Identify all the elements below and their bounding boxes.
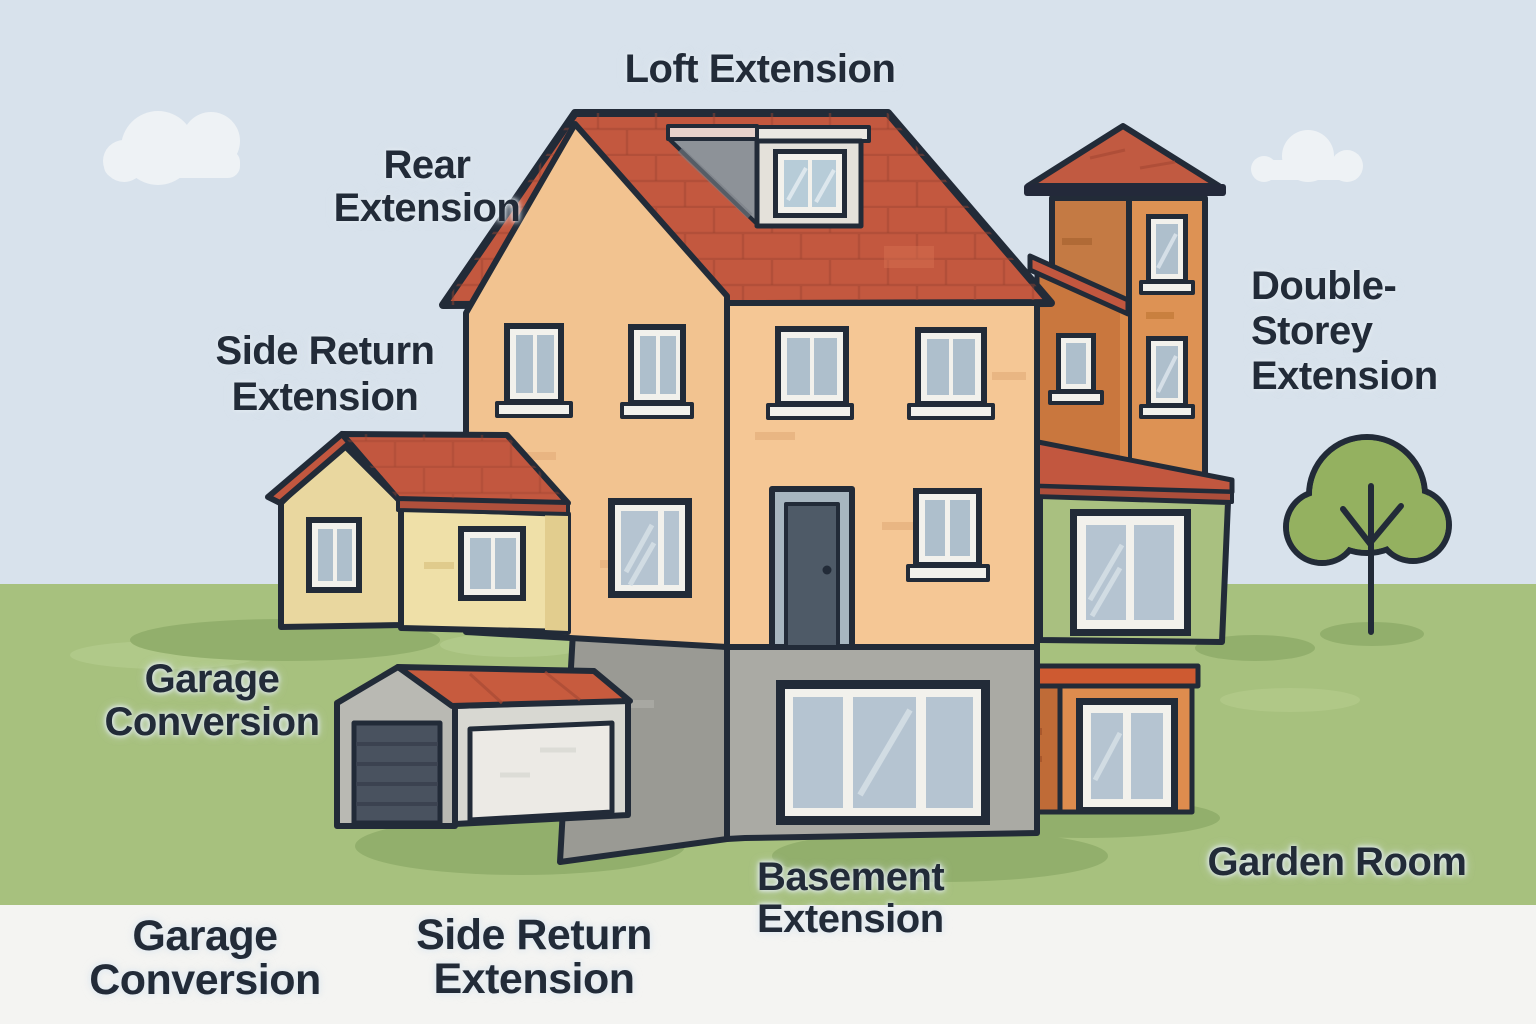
loft-dormer <box>666 124 871 229</box>
garage-door-dark <box>351 720 443 826</box>
front-door <box>769 486 855 650</box>
green-extension <box>1030 438 1235 645</box>
tower-window-upper <box>1139 214 1195 295</box>
label-footer-garage-conversion: Garage Conversion <box>89 912 321 1004</box>
label-basement-extension: Basement Extension <box>757 855 945 941</box>
gable-ground-window <box>608 498 692 598</box>
label-loft-extension: Loft Extension <box>624 47 896 91</box>
label-side-return-extension: Side Return Extension <box>215 329 435 419</box>
garage-building <box>334 664 633 829</box>
garden-room-window <box>1076 698 1178 812</box>
door-knob-icon <box>822 565 832 575</box>
dormer-window <box>773 149 847 218</box>
garage-door-white <box>467 720 615 823</box>
main-house <box>439 109 1055 650</box>
rear-wing-window <box>1048 333 1104 405</box>
rear-extension-wing <box>1027 253 1131 483</box>
label-double-storey-extension: Double- Storey Extension <box>1251 264 1438 398</box>
tower-window-lower <box>1139 336 1195 419</box>
label-rear-extension: Rear Extension <box>333 143 521 230</box>
basement-window <box>776 680 990 825</box>
cloud-right-icon <box>1251 130 1363 182</box>
side-return-gable-window <box>306 517 362 593</box>
cloud-left-icon <box>103 111 240 185</box>
gable-upper-window-1 <box>495 323 573 418</box>
label-footer-side-return-extension: Side Return Extension <box>416 911 652 1003</box>
gable-upper-window-2 <box>620 324 694 419</box>
tree <box>1283 434 1452 635</box>
front-upper-window-1 <box>766 326 854 420</box>
basement <box>557 629 1040 865</box>
front-upper-window-2 <box>907 327 995 420</box>
front-ground-window <box>906 488 990 582</box>
green-extension-window <box>1070 509 1191 636</box>
label-garden-room: Garden Room <box>1207 840 1467 884</box>
footer-strip <box>0 905 1536 1024</box>
side-return-side-window <box>458 526 526 601</box>
side-return-building <box>265 431 571 635</box>
label-garage-conversion: Garage Conversion <box>104 657 320 744</box>
